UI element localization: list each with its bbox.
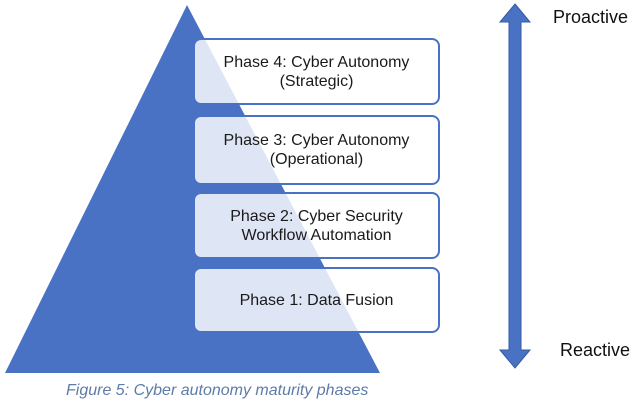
- phase-4-box: Phase 4: Cyber Autonomy (Strategic): [193, 38, 440, 105]
- phase-3-label: Phase 3: Cyber Autonomy (Operational): [223, 132, 410, 168]
- phase-4-label: Phase 4: Cyber Autonomy (Strategic): [223, 53, 410, 90]
- figure-caption: Figure 5: Cyber autonomy maturity phases: [66, 382, 369, 399]
- phase-2-label: Phase 2: Cyber Security Workflow Automat…: [230, 207, 403, 244]
- reactive-label: Reactive: [560, 340, 631, 360]
- phase-1-box: Phase 1: Data Fusion: [193, 267, 440, 333]
- phase-2-box: Phase 2: Cyber Security Workflow Automat…: [193, 192, 440, 259]
- double-arrow-icon: [498, 3, 532, 369]
- phase-1-label: Phase 1: Data Fusion: [239, 291, 394, 309]
- phase-3-box: Phase 3: Cyber Autonomy (Operational): [193, 115, 440, 185]
- proactive-label: Proactive: [553, 7, 629, 27]
